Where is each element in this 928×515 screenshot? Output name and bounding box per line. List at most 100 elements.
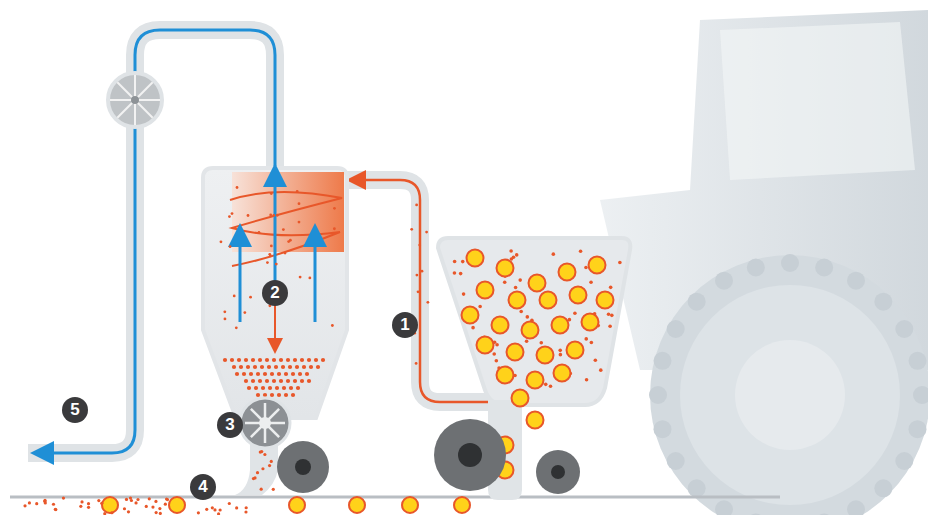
particle [270, 372, 274, 376]
particle [309, 365, 313, 369]
callout-number: 2 [262, 280, 288, 306]
particle [263, 453, 266, 456]
particle [747, 514, 765, 515]
particle [552, 252, 556, 256]
particle [552, 317, 569, 334]
ground-line [10, 496, 780, 499]
particle [519, 310, 523, 314]
particle [539, 341, 543, 345]
particle [277, 393, 281, 397]
particle [249, 296, 252, 299]
particle [286, 379, 290, 383]
particle [509, 292, 526, 309]
particle [299, 276, 302, 279]
particle [426, 301, 429, 304]
particle [415, 204, 418, 207]
particle [454, 497, 470, 513]
particle [284, 393, 288, 397]
particle [913, 386, 928, 404]
particle [276, 214, 279, 217]
particle [608, 325, 612, 329]
particle [245, 506, 248, 509]
particle [266, 261, 269, 264]
particle [282, 228, 285, 231]
particle [527, 412, 544, 429]
particle [529, 275, 546, 292]
wheels [277, 419, 580, 494]
particle [270, 244, 273, 247]
particle [300, 379, 304, 383]
particle [307, 379, 311, 383]
particle [272, 488, 275, 491]
particle [688, 479, 706, 497]
particle [815, 258, 833, 276]
particle [467, 250, 484, 267]
particle [418, 244, 421, 247]
particle [223, 310, 226, 313]
particle [909, 420, 927, 438]
particle [610, 314, 614, 318]
particle [289, 239, 292, 242]
particle [44, 501, 47, 504]
particle [667, 452, 685, 470]
particle [349, 497, 365, 513]
particle [559, 264, 576, 281]
particle [87, 506, 90, 509]
particle [279, 358, 283, 362]
particle [253, 365, 257, 369]
particle [895, 320, 913, 338]
particle [298, 372, 302, 376]
particle [847, 500, 865, 515]
particle [256, 372, 260, 376]
particle [874, 479, 892, 497]
particle [590, 341, 594, 345]
particle [165, 497, 168, 500]
particle [251, 358, 255, 362]
particle [410, 228, 413, 231]
particle [260, 488, 263, 491]
particle [270, 192, 273, 195]
particle [527, 372, 544, 389]
particle [296, 386, 300, 390]
particle [258, 358, 262, 362]
particle [688, 293, 706, 311]
particle [305, 372, 309, 376]
particle [129, 496, 132, 499]
particle [272, 358, 276, 362]
particle [100, 502, 103, 505]
particle [594, 358, 598, 362]
callout-number: 1 [392, 312, 418, 338]
particle [540, 292, 557, 309]
particle [589, 257, 606, 274]
particle [254, 386, 258, 390]
particle [570, 287, 587, 304]
particle [155, 511, 158, 514]
particle [224, 318, 227, 321]
particle [235, 372, 239, 376]
particle [597, 292, 614, 309]
particle [220, 240, 223, 243]
particle [314, 358, 318, 362]
particle [461, 260, 465, 264]
particle [148, 497, 151, 500]
particle [103, 512, 106, 515]
particle [230, 358, 234, 362]
particle [582, 314, 599, 331]
particle [289, 497, 305, 513]
particle [80, 500, 83, 503]
particle [653, 352, 671, 370]
particle [275, 263, 278, 266]
particle [169, 497, 185, 513]
particle [258, 231, 261, 234]
particle [253, 476, 256, 479]
particle [298, 221, 301, 224]
particle [512, 390, 529, 407]
particle [515, 253, 519, 257]
particle [159, 512, 162, 515]
particle [525, 340, 529, 344]
particle [293, 358, 297, 362]
particle [268, 386, 272, 390]
particle [233, 295, 236, 298]
particle [154, 500, 157, 503]
particle [102, 497, 118, 513]
